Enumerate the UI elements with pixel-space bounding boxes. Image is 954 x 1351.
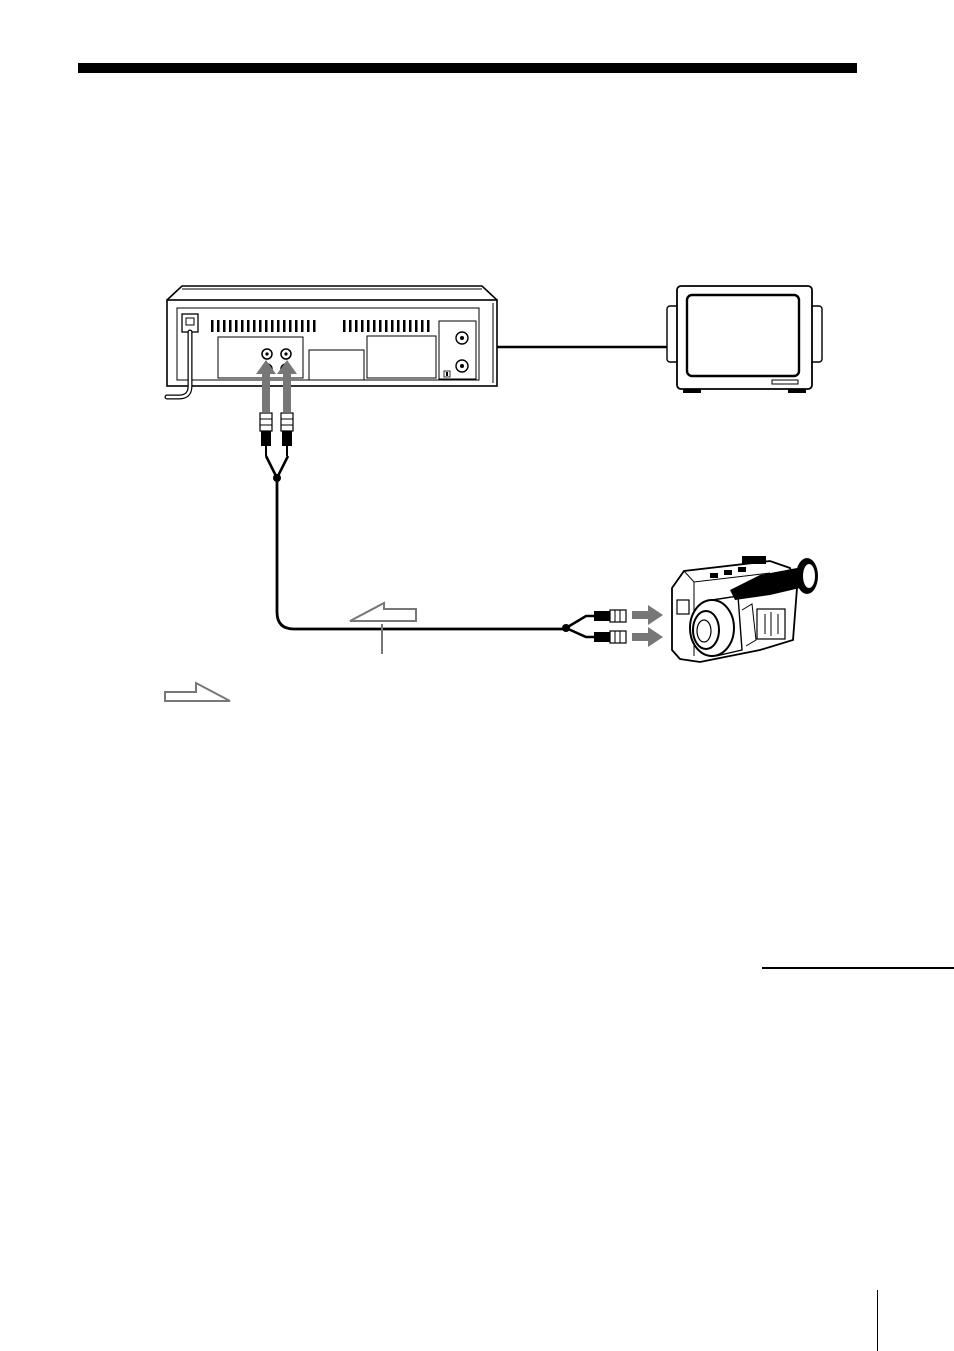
rca-plugs-vcr-end (260, 413, 293, 456)
tv (667, 286, 822, 393)
legend-signal-flow-arrow (165, 683, 230, 701)
camcorder (672, 556, 818, 662)
section-divider-rule (762, 967, 954, 969)
page-edge-rule (877, 1290, 878, 1351)
vcr-rear-panel (167, 286, 497, 397)
audio-video-cable (266, 456, 594, 637)
connection-diagram (0, 0, 954, 760)
rca-plugs-camcorder-end (594, 610, 626, 643)
signal-flow-arrow (350, 603, 416, 621)
tv-screen (687, 295, 799, 376)
power-inlet-icon (182, 314, 198, 332)
camcorder-insert-arrows (632, 605, 663, 647)
vent-grille-left (211, 320, 319, 332)
vent-grille-right (343, 320, 430, 332)
